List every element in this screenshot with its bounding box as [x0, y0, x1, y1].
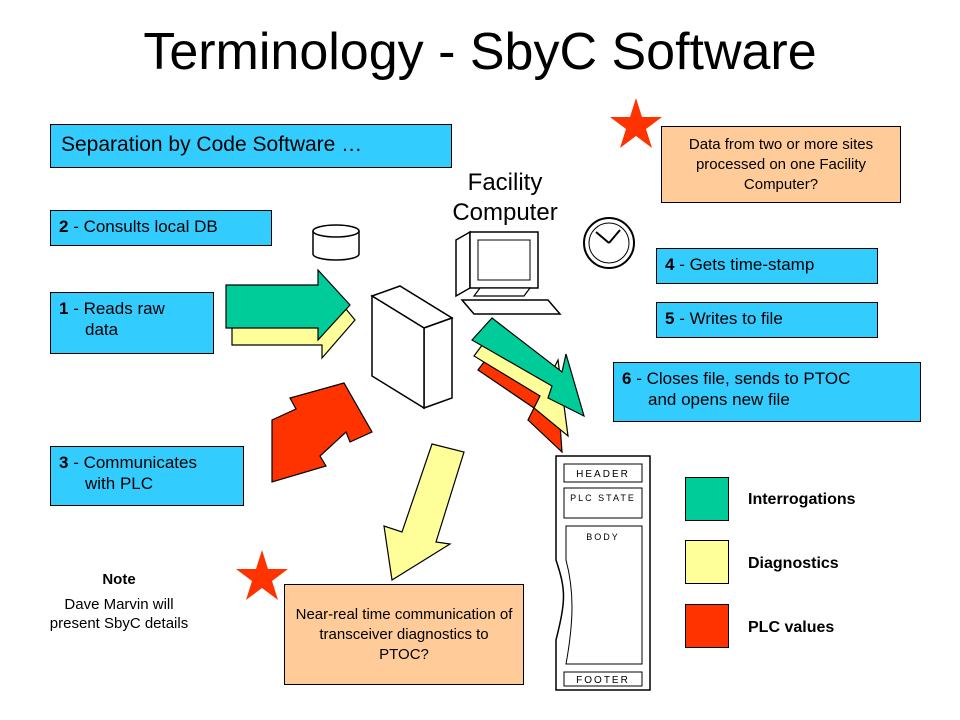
page-title: Terminology - SbyC Software [143, 23, 817, 81]
note: Note Dave Marvin will present SbyC detai… [44, 570, 194, 633]
step-6-text: - Closes file, sends to PTOC [631, 369, 851, 388]
clock-icon [583, 217, 635, 269]
step-5-box: 5 - Writes to file [656, 302, 878, 338]
output-file-arrows [471, 317, 585, 454]
step-3-box: 3 - Communicates with PLC [50, 446, 244, 506]
legend-label-diagnostics: Diagnostics [748, 555, 839, 572]
step-5-number: 5 [665, 309, 675, 328]
database-icon [312, 224, 360, 261]
note-heading: Note [102, 571, 136, 588]
input-data-arrow [225, 268, 356, 360]
file-footer-label: FOOTER [576, 675, 630, 686]
multi-site-question-text: Data from two or more sites processed on… [688, 135, 874, 193]
step-1-text-line2: data [85, 320, 119, 339]
step-1-text: - Reads raw [68, 299, 165, 318]
near-real-time-question-text: Near-real time communication of transcei… [295, 605, 513, 663]
step-6-box: 6 - Closes file, sends to PTOC and opens… [613, 362, 921, 422]
diagnostics-arrow [383, 443, 465, 581]
plc-communication-arrow [271, 382, 373, 483]
intro-label: Separation by Code Software … [61, 133, 363, 156]
facility-computer-label: Facility Computer [430, 168, 580, 228]
intro-label-box: Separation by Code Software … [50, 124, 452, 168]
step-3-text: - Communicates [68, 453, 197, 472]
star-icon [610, 98, 662, 148]
file-plc-state-label: PLC STATE [570, 493, 636, 503]
legend-swatch-plc-values [685, 604, 729, 648]
legend-swatch-diagnostics [685, 540, 729, 584]
file-document-icon: HEADER PLC STATE BODY FOOTER [555, 455, 651, 691]
step-1-box: 1 - Reads raw data [50, 292, 214, 354]
step-2-text: - Consults local DB [68, 217, 218, 236]
multi-site-question-box: Data from two or more sites processed on… [661, 126, 901, 203]
step-4-number: 4 [665, 255, 675, 274]
step-2-box: 2 - Consults local DB [50, 210, 272, 246]
facility-computer-line2: Computer [452, 199, 558, 226]
step-4-text: - Gets time-stamp [674, 255, 815, 274]
step-6-text-line2: and opens new file [648, 390, 790, 409]
file-body-label: BODY [586, 532, 620, 542]
step-4-box: 4 - Gets time-stamp [656, 248, 878, 284]
step-6-number: 6 [622, 369, 632, 388]
step-3-text-line2: with PLC [85, 474, 154, 493]
server-tower-icon [370, 285, 454, 410]
note-text: Dave Marvin will present SbyC details [49, 596, 189, 632]
legend-swatch-interrogations [685, 477, 729, 521]
file-header-label: HEADER [576, 469, 630, 480]
facility-computer-line1: Facility [467, 169, 543, 196]
step-1-number: 1 [59, 299, 69, 318]
near-real-time-question-box: Near-real time communication of transcei… [284, 584, 524, 685]
legend-label-plc-values: PLC values [748, 619, 835, 636]
star-icon [236, 550, 288, 600]
computer-icon [455, 230, 562, 315]
step-3-number: 3 [59, 453, 69, 472]
legend-label-interrogations: Interrogations [748, 491, 856, 508]
step-5-text: - Writes to file [674, 309, 783, 328]
step-2-number: 2 [59, 217, 69, 236]
